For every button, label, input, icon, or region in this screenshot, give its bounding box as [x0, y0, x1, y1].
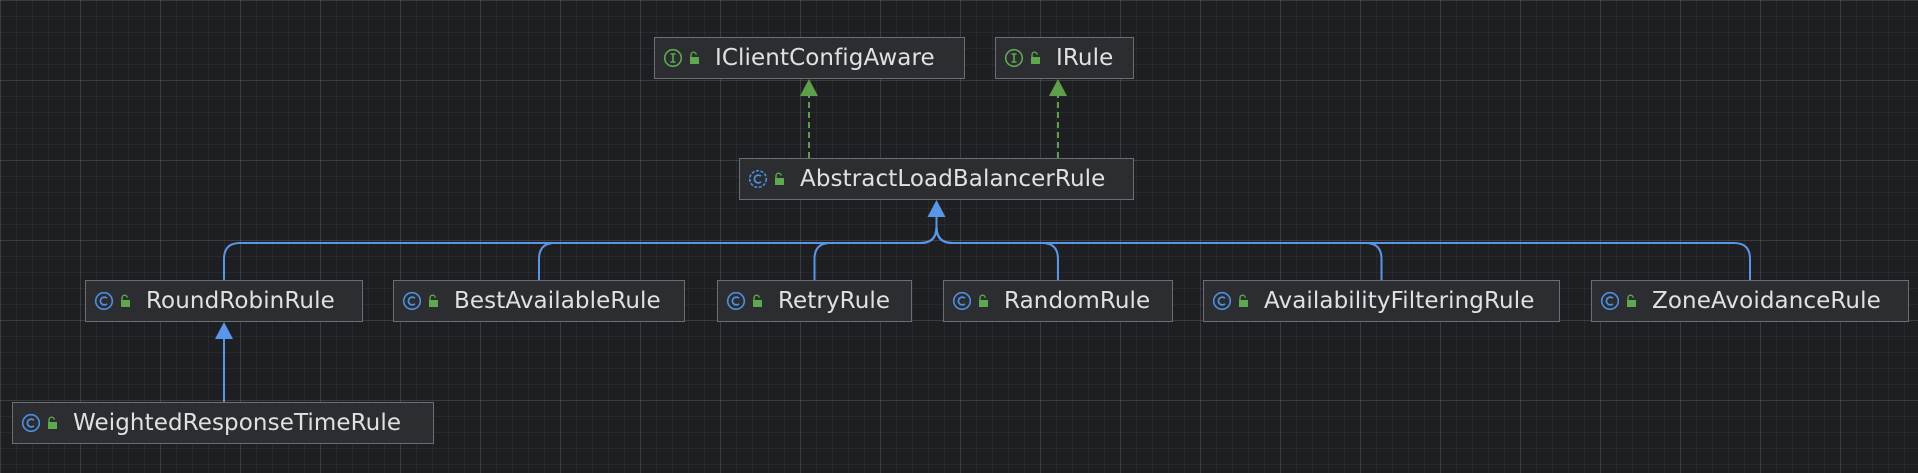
node-retryrule[interactable]: RetryRule [717, 280, 912, 322]
class-icon [952, 291, 972, 311]
lock-icon [690, 51, 699, 64]
lock-icon [1627, 294, 1636, 307]
node-label: AvailabilityFilteringRule [1264, 288, 1535, 314]
extends-edge [935, 216, 1383, 280]
node-zoneavoidancerule[interactable]: ZoneAvoidanceRule [1591, 280, 1909, 322]
node-label: AbstractLoadBalancerRule [800, 166, 1106, 192]
node-label: BestAvailableRule [454, 288, 661, 314]
extends-arrowhead [927, 200, 946, 217]
node-iclientconfigaware[interactable]: IClientConfigAware [654, 37, 965, 79]
lock-icon [48, 416, 57, 429]
lock-icon [429, 294, 438, 307]
extends-edge [813, 216, 938, 280]
interface-icon [1004, 48, 1024, 68]
class-icon [21, 413, 41, 433]
extends-edge [935, 216, 1751, 280]
node-label: IRule [1056, 45, 1114, 71]
node-label: RetryRule [778, 288, 891, 314]
class-icon [726, 291, 746, 311]
lock-icon [775, 172, 784, 185]
node-label: ZoneAvoidanceRule [1652, 288, 1881, 314]
node-bestavailablerule[interactable]: BestAvailableRule [393, 280, 685, 322]
class-icon [402, 291, 422, 311]
node-label: RoundRobinRule [146, 288, 335, 314]
extends-arrowhead [215, 322, 233, 339]
implements-arrowhead [1049, 79, 1067, 96]
node-irule[interactable]: IRule [995, 37, 1134, 79]
interface-icon [663, 48, 683, 68]
class-icon [1600, 291, 1620, 311]
class-icon [1212, 291, 1232, 311]
node-abstractloadbalancerrule[interactable]: AbstractLoadBalancerRule [739, 158, 1134, 200]
extends-edge [223, 216, 938, 280]
node-label: WeightedResponseTimeRule [73, 410, 402, 436]
node-roundrobinrule[interactable]: RoundRobinRule [85, 280, 363, 322]
extends-edge [935, 216, 1059, 280]
node-weightedresponsetimerule[interactable]: WeightedResponseTimeRule [12, 402, 434, 444]
node-availabilityfilteringrule[interactable]: AvailabilityFilteringRule [1203, 280, 1560, 322]
lock-icon [753, 294, 762, 307]
implements-arrowhead [800, 79, 818, 96]
extends-edge [538, 216, 938, 280]
lock-icon [121, 294, 130, 307]
node-label: RandomRule [1004, 288, 1151, 314]
abstract-class-icon [748, 169, 768, 189]
class-icon [94, 291, 114, 311]
lock-icon [1239, 294, 1248, 307]
lock-icon [1031, 51, 1040, 64]
lock-icon [979, 294, 988, 307]
node-randomrule[interactable]: RandomRule [943, 280, 1173, 322]
node-label: IClientConfigAware [715, 45, 935, 71]
